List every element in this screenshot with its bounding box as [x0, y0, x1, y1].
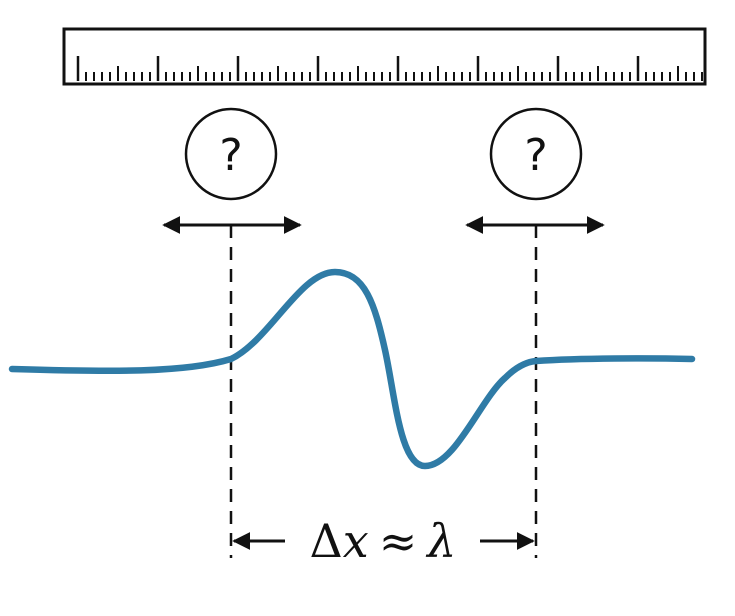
width-indicator: Δx≈λ	[232, 514, 535, 568]
ruler-ticks	[76, 56, 703, 81]
variable-x: x	[343, 514, 369, 568]
wave-pulse-curve	[8, 268, 696, 470]
ruler	[62, 27, 707, 86]
left-question-mark: ?	[219, 130, 242, 181]
lambda-symbol: λ	[425, 514, 456, 568]
right-question-circle	[489, 107, 583, 201]
delta-symbol: Δ	[310, 514, 343, 568]
right-question-mark: ?	[524, 130, 547, 181]
left-marker: ?	[162, 107, 302, 558]
right-marker: ?	[465, 107, 605, 558]
ruler-body	[62, 27, 707, 86]
approx-symbol: ≈	[379, 514, 418, 568]
left-question-circle	[184, 107, 278, 201]
width-label: Δx≈λ	[310, 514, 457, 568]
